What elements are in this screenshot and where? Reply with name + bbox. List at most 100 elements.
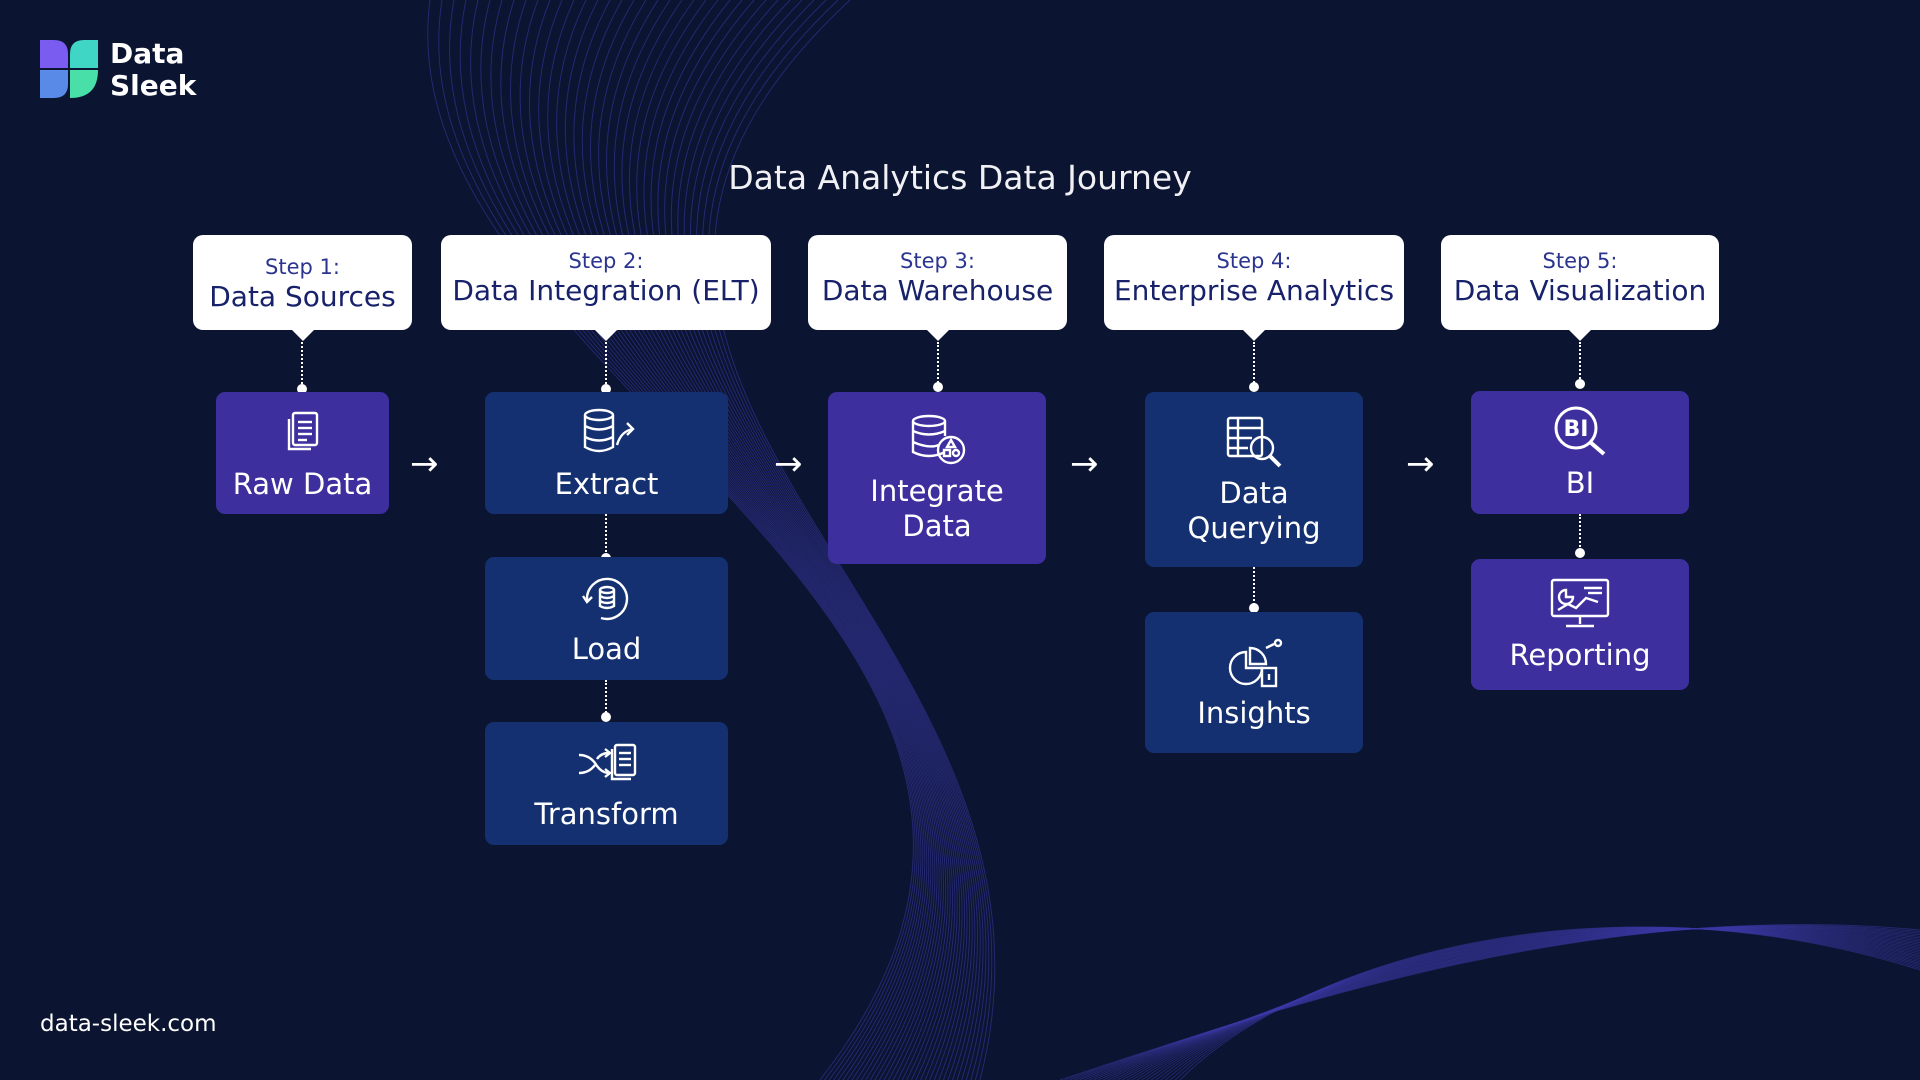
step-name: Data Sources [209,280,396,313]
node-label: Transform [534,797,679,831]
node-label: BI [1565,466,1595,500]
step-name: Data Warehouse [821,274,1054,307]
step-number: Step 3: [900,249,975,273]
wave-line [683,0,981,1080]
node-label: Reporting [1509,638,1651,672]
node-reporting: Reporting [1471,559,1689,690]
wave-line [606,0,954,1080]
connector-dot [1575,548,1585,558]
flow-arrow: → [1406,444,1435,484]
brand-name: Data Sleek [110,38,196,102]
connector-line [605,514,607,556]
wave-line [590,0,949,1080]
node-extract: Extract [485,392,728,514]
wave-line [614,0,956,1080]
step-header-4: Step 4: Enterprise Analytics [1104,235,1404,341]
step-name: Data Integration (ELT) [452,274,760,307]
node-label: Extract [554,466,659,501]
wave-line [449,0,918,1080]
connector-dot [1249,382,1259,392]
step-header-5: Step 5: Data Visualization [1441,235,1719,341]
node-bi: BI BI [1471,391,1689,514]
wave-line [556,0,940,1080]
connector-dot [933,382,943,392]
wave-line [677,0,978,1080]
transform-document-icon [578,743,636,781]
bi-search-icon: BI [1554,406,1606,456]
wave-line [427,0,914,1080]
flow-arrow: → [410,444,439,484]
wave-line [689,0,984,1080]
logo-mark-icon [40,40,98,98]
node-insights: Insights [1145,612,1363,753]
connector-dot [297,384,307,394]
database-refresh-icon [581,577,628,621]
wave-line [519,0,932,1080]
connector-line [605,342,607,388]
connector-dot [1575,379,1585,389]
wave-line [598,0,951,1080]
wave-line [490,0,926,1080]
flow-arrow: → [774,444,803,484]
wave-line [480,0,924,1080]
database-shapes-icon [911,414,966,465]
wave-line [459,0,920,1080]
step-number: Step 1: [265,255,340,279]
wave-line [1179,926,1920,1080]
connector-line [1579,514,1581,551]
connector-line [1253,567,1255,605]
wave-line [664,0,973,1080]
wave-line [636,0,963,1080]
wave-line [628,0,960,1080]
brand-name-line1: Data [110,37,185,70]
brand-logo: Data Sleek [40,38,210,102]
page-title: Data Analytics Data Journey [728,158,1192,197]
connector-line [301,342,303,388]
wave-line [564,0,942,1080]
node-integrate-data: Integrate Data [828,392,1046,564]
flow-arrow: → [1070,444,1099,484]
wave-line [528,0,934,1080]
node-label: Load [571,632,642,666]
step-number: Step 4: [1216,249,1292,273]
wave-line [510,0,930,1080]
connector-line [1253,342,1255,386]
connector-line [1579,342,1581,382]
wave-line [643,0,965,1080]
wave-line [702,0,990,1080]
wave-line [500,0,928,1080]
wave-line [547,0,938,1080]
node-label-line1: Integrate [870,474,1004,508]
node-label-line1: Data [1219,475,1289,510]
step-name: Enterprise Analytics [1113,274,1395,307]
connector-line [937,342,939,386]
node-label-line2: Querying [1187,510,1321,545]
wave-line [713,0,996,1080]
wave-line [707,0,993,1080]
monitor-report-icon [1550,578,1610,628]
step-number: Step 2: [568,249,644,273]
database-export-icon [583,408,635,452]
connector-dot [1249,603,1259,613]
pie-chart-insights-icon [1228,638,1283,688]
node-transform: Transform [485,722,728,845]
document-icon [287,411,318,450]
node-label: Insights [1197,696,1311,730]
website-link[interactable]: data-sleek.com [40,1011,217,1037]
database-search-icon [1226,416,1282,467]
node-data-querying: Data Querying [1145,392,1363,567]
wave-line [696,0,987,1080]
step-name: Data Visualization [1453,274,1707,307]
wave-line [671,0,976,1080]
wave-line [621,0,958,1080]
step-number: Step 5: [1542,249,1618,273]
node-raw-data: Raw Data [216,392,389,514]
wave-line [538,0,936,1080]
connector-line [605,680,607,716]
wave-line [650,0,968,1080]
connector-dot [601,712,611,722]
brand-name-line2: Sleek [110,69,197,102]
step-header-2: Step 2: Data Integration (ELT) [441,235,771,341]
wave-line [573,0,944,1080]
